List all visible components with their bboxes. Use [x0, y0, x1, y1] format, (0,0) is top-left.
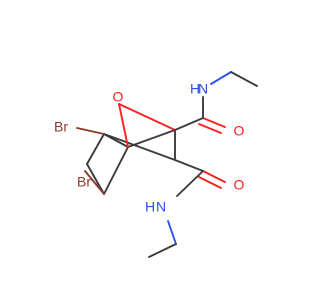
bond-c3-c4	[103, 133, 176, 161]
chemical-structure: O O O N H N H Br Br	[54, 71, 258, 258]
bond-lines	[76, 71, 258, 258]
bond-c2-amide-c	[174, 117, 204, 131]
bond-c4-c7	[103, 133, 129, 148]
bond-amide1-n-c	[210, 71, 232, 85]
bond-c6-c1	[103, 146, 129, 195]
bond-ethyl2	[148, 243, 177, 258]
hydrogen-2-label: H	[145, 199, 155, 215]
bond-amide1-co-b	[198, 123, 222, 134]
bond-c4-c5	[86, 133, 105, 165]
bond-amide1-co-a	[202, 117, 226, 128]
bond-br1	[76, 127, 105, 135]
oxygen-bridge-label: O	[113, 89, 124, 105]
bond-bridge-o-left	[118, 103, 129, 148]
structure-canvas: O O O N H N H Br Br	[54, 71, 258, 258]
bond-c1-c2	[127, 129, 176, 148]
nitrogen-1-label: N	[198, 81, 208, 97]
bond-c5-c6	[86, 163, 105, 195]
bond-amide2-c-n	[176, 170, 204, 197]
oxygen-carbonyl-2-label: O	[234, 177, 245, 193]
bond-br2	[84, 170, 105, 195]
bond-amide2-co-a	[202, 170, 226, 183]
bond-c3-amide-c	[174, 159, 204, 172]
oxygen-carbonyl-1-label: O	[234, 123, 245, 139]
bond-amide2-n-c	[167, 220, 177, 245]
hydrogen-1-label: H	[190, 81, 200, 97]
nitrogen-2-label: N	[156, 199, 166, 215]
bromine-2-label: Br	[77, 174, 91, 190]
bond-ethyl1	[230, 71, 258, 87]
bond-bridge-o-right	[118, 103, 176, 131]
bond-amide2-co-b	[198, 176, 222, 189]
bromine-1-label: Br	[54, 119, 68, 135]
